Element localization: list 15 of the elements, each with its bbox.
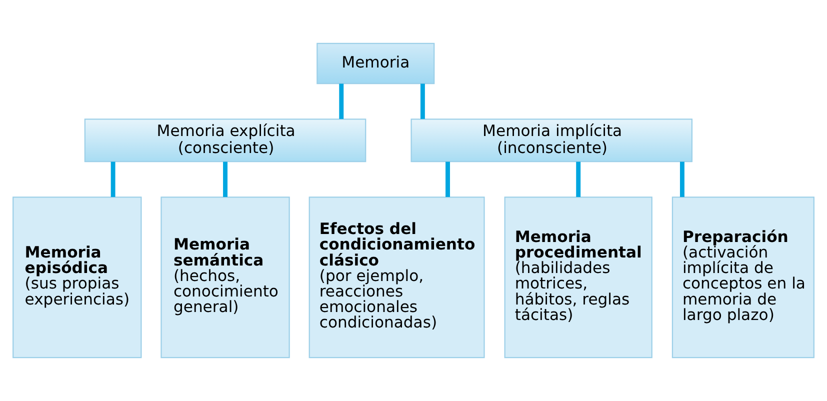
connector	[223, 162, 228, 197]
connector	[576, 162, 581, 197]
node-box: Preparación (activación implícita de conceptos en la memoria de largo plazo)	[672, 196, 814, 358]
connector	[110, 162, 116, 197]
connector	[420, 84, 425, 119]
connector	[339, 84, 344, 119]
node-box: Memoria	[316, 42, 435, 84]
node-box: Memoria implícita (inconsciente)	[410, 118, 692, 162]
connector	[446, 162, 450, 197]
node-box: Memoria semántica (hechos, conocimiento general)	[160, 196, 290, 358]
node-box: Efectos del condicionamiento clásico (por ejemplo, reacciones emocionales condicionadas)	[308, 196, 485, 358]
connector	[680, 162, 684, 197]
node-box: Memoria episódica (sus propias experiencias)	[12, 196, 142, 358]
node-box: Memoria explícita (consciente)	[84, 118, 366, 162]
node-box: Memoria procedimental (habilidades motrices, hábitos, reglas tácitas)	[504, 196, 652, 358]
